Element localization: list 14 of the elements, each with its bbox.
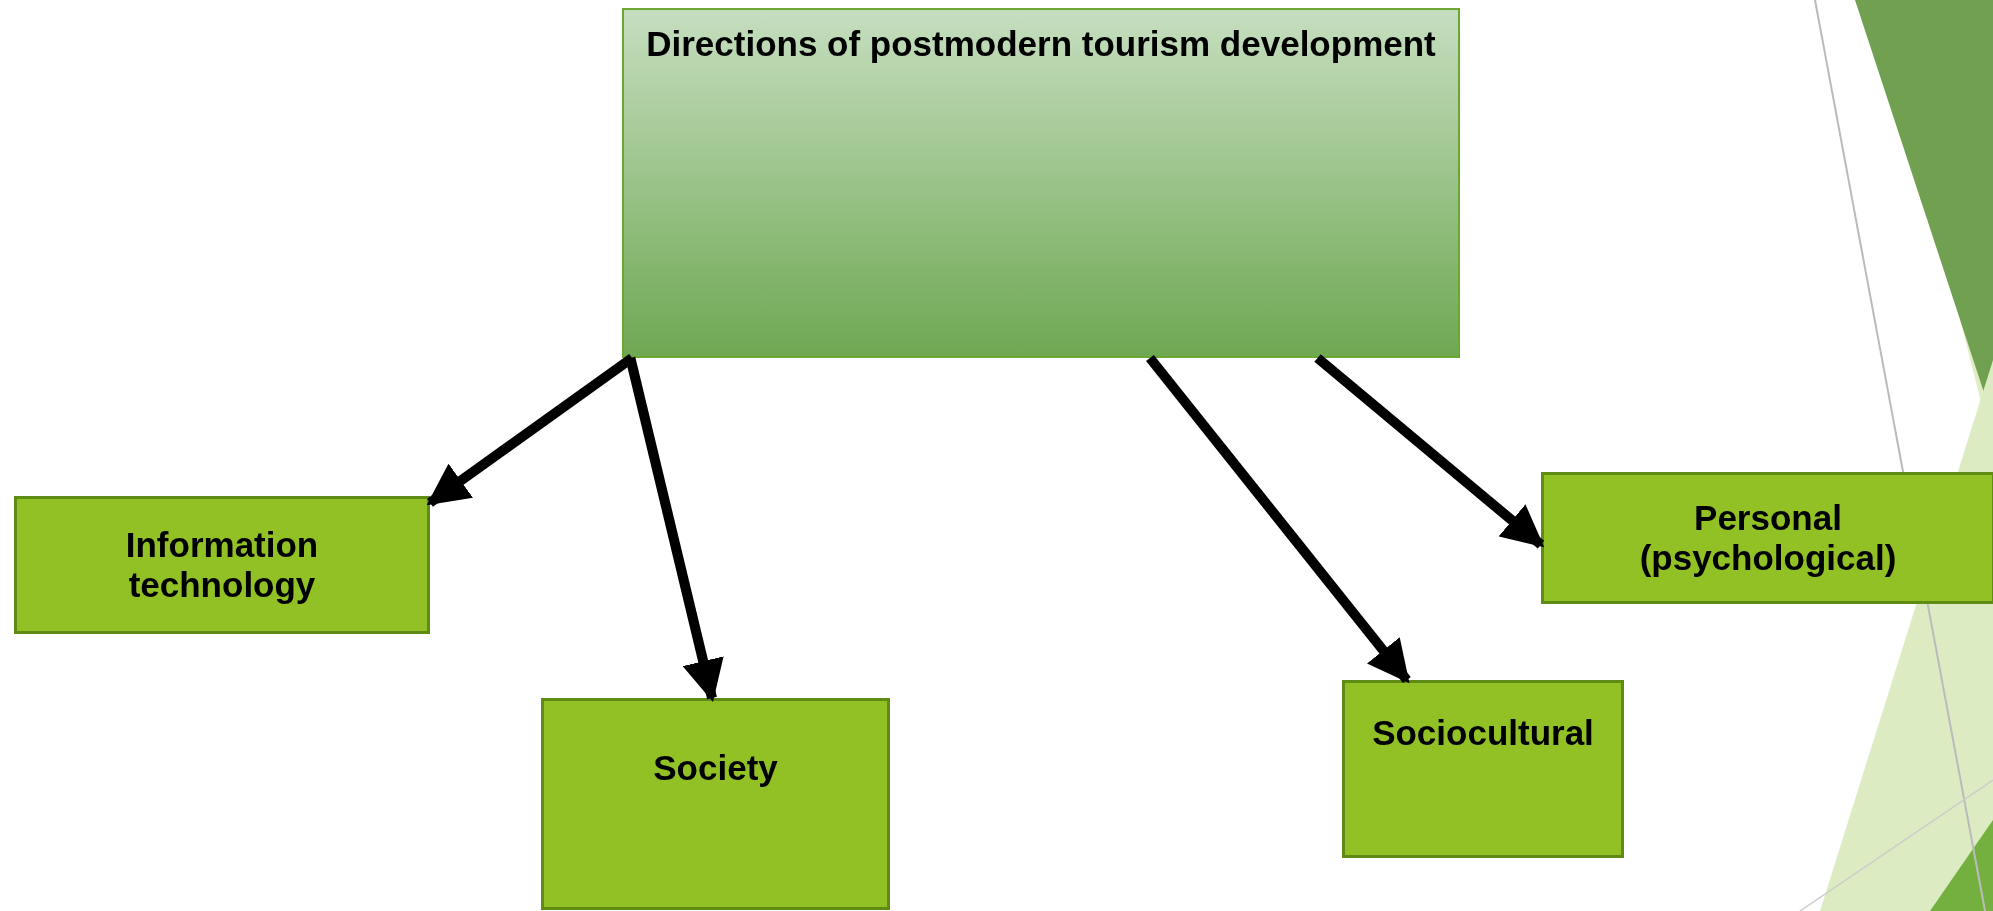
arrow bbox=[1146, 354, 1411, 684]
category-box bbox=[14, 496, 430, 634]
box-label: Information technology bbox=[124, 524, 320, 606]
box-label: Directions of postmodern tourism development bbox=[646, 24, 1436, 65]
category-box bbox=[1541, 472, 1993, 604]
box-label: Sociocultural bbox=[1372, 713, 1594, 754]
heading-box bbox=[622, 8, 1460, 358]
arrow bbox=[426, 353, 635, 507]
arrow bbox=[1314, 354, 1545, 549]
arrow bbox=[625, 356, 724, 703]
box-label: Society bbox=[653, 748, 778, 789]
box-label: Personal (psychological) bbox=[1638, 497, 1898, 579]
category-box bbox=[541, 698, 890, 910]
category-box bbox=[1342, 680, 1624, 858]
